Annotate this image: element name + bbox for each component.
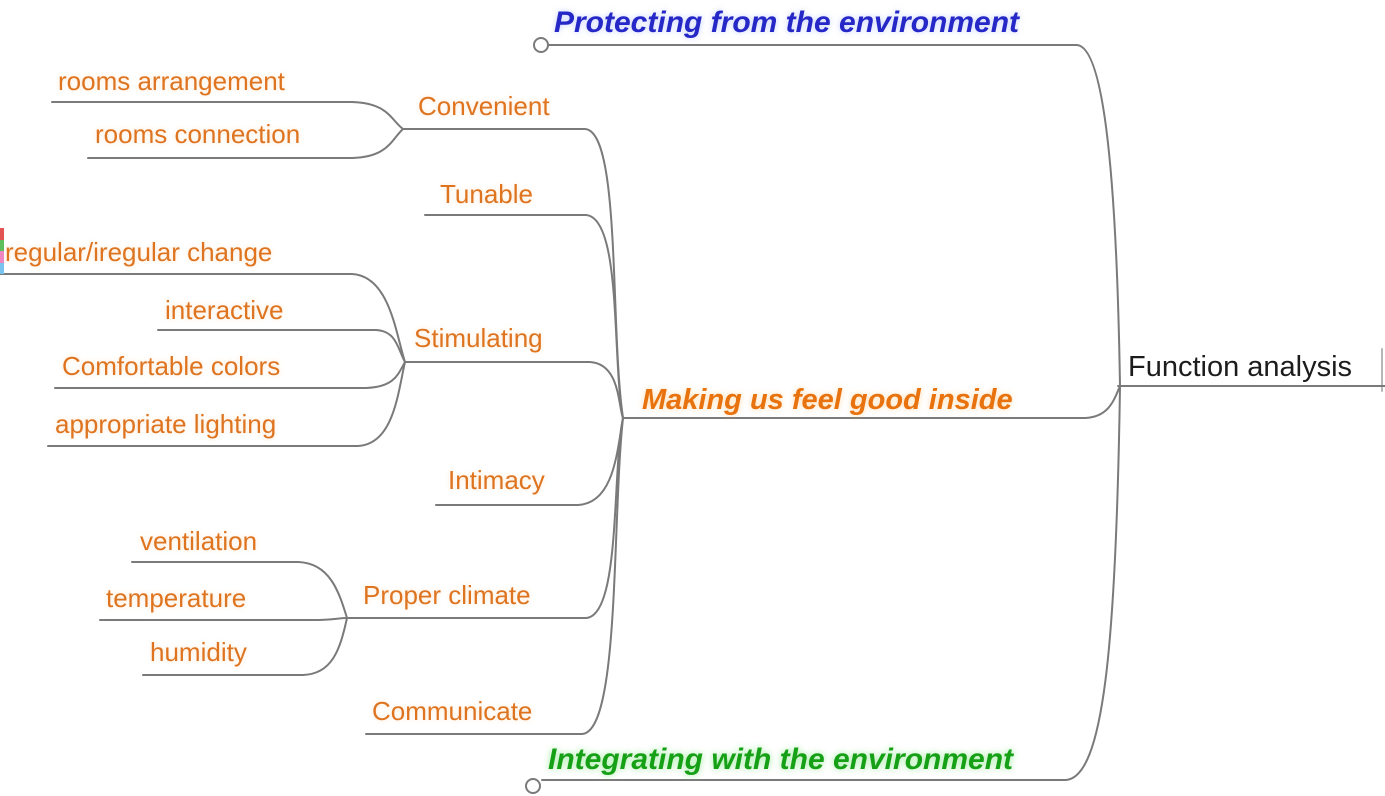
edge-rooms-arrangement	[51, 101, 404, 130]
node-integrating-with-environment[interactable]: Integrating with the environment	[548, 743, 1014, 776]
edge-protecting	[548, 44, 1121, 387]
edge-comfortable-colors	[54, 361, 406, 389]
node-ventilation[interactable]: ventilation	[140, 526, 258, 556]
node-humidity[interactable]: humidity	[150, 637, 247, 667]
edge-group	[0, 37, 1385, 794]
clipped-icon-stripe	[0, 239, 4, 251]
node-protecting-from-environment[interactable]: Protecting from the environment	[554, 6, 1020, 39]
node-tunable[interactable]: Tunable	[440, 179, 533, 209]
node-intimacy[interactable]: Intimacy	[448, 465, 545, 495]
node-making-us-feel-good-inside[interactable]: Making us feel good inside	[642, 384, 1013, 416]
node-appropriate-lighting[interactable]: appropriate lighting	[55, 409, 277, 439]
fold-circle-integrating[interactable]	[525, 778, 541, 794]
clipped-icon-stripe	[0, 251, 4, 263]
edge-communicate	[365, 417, 624, 735]
node-regular-iregular-change[interactable]: regular/iregular change	[5, 237, 273, 267]
edge-making	[622, 385, 1121, 419]
clipped-icon-stripe	[0, 262, 4, 274]
node-temperature[interactable]: temperature	[106, 583, 247, 613]
node-convenient[interactable]: Convenient	[418, 91, 550, 121]
edge-integrating	[541, 385, 1121, 781]
node-communicate[interactable]: Communicate	[372, 696, 533, 726]
edge-humidity	[142, 617, 348, 676]
edge-convenient	[402, 128, 624, 419]
clipped-icon-stripe	[0, 228, 4, 240]
fold-circle-protecting[interactable]	[533, 37, 549, 53]
node-stimulating[interactable]: Stimulating	[414, 323, 543, 353]
edge-temperature	[99, 617, 348, 621]
edge-rooms-connection	[87, 128, 404, 159]
edge-stimulating	[404, 361, 624, 419]
node-proper-climate[interactable]: Proper climate	[363, 580, 531, 610]
edge-ventilation	[131, 561, 348, 619]
node-comfortable-colors[interactable]: Comfortable colors	[62, 351, 281, 381]
clipped-flag-icon	[0, 228, 4, 274]
edge-appropriate-lighting	[47, 361, 406, 447]
node-rooms-connection[interactable]: rooms connection	[95, 119, 301, 149]
node-rooms-arrangement[interactable]: rooms arrangement	[58, 66, 285, 96]
edge-tunable	[424, 214, 624, 419]
node-function-analysis-root[interactable]: Function analysis	[1128, 351, 1353, 383]
edge-interactive	[157, 329, 406, 363]
edge-regular-iregular-change	[0, 273, 406, 363]
edge-proper-climate	[346, 417, 624, 619]
node-interactive[interactable]: interactive	[165, 295, 284, 325]
